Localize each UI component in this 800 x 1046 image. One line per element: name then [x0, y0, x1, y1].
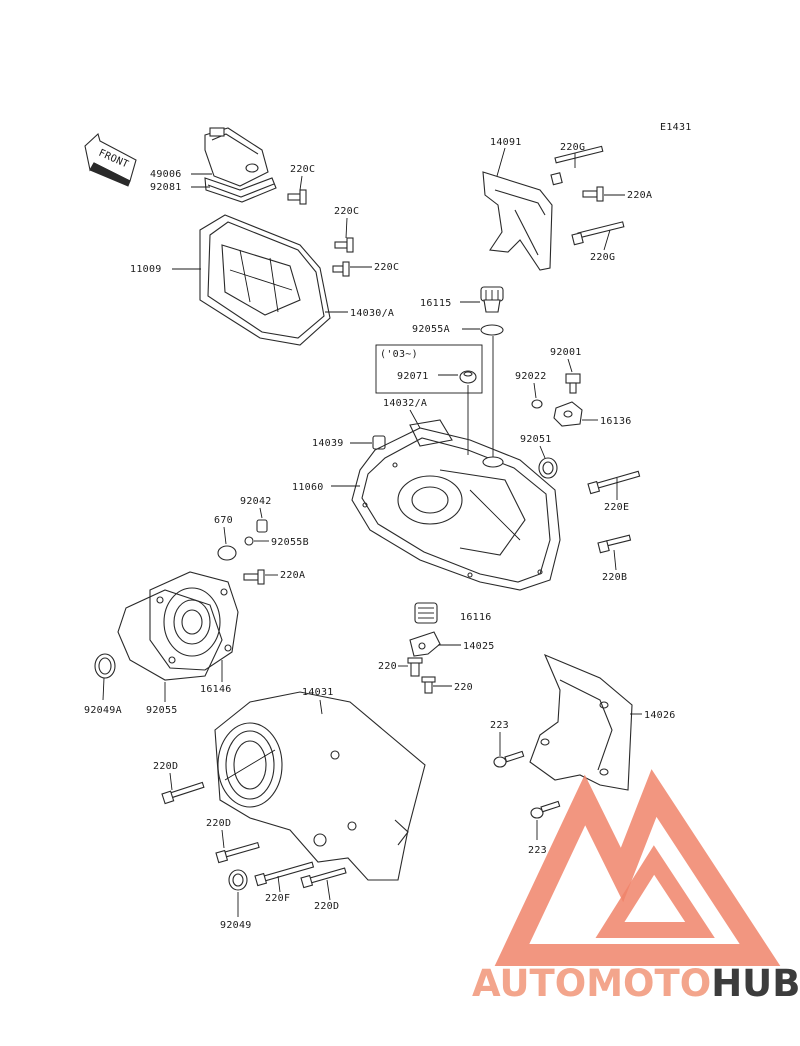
part-14025-bracket: [409, 631, 441, 657]
label-16115: 16115: [420, 298, 452, 309]
part-92049a-seal: [94, 653, 116, 679]
bolt-220-icon: [421, 676, 436, 694]
label-92055a: 92055A: [412, 324, 450, 335]
part-92055a-oring: [480, 324, 504, 336]
bolt-220g-icon: [550, 145, 604, 186]
bolt-220c-icon: [334, 237, 354, 253]
watermark-text-1: AUTOMOTO: [472, 962, 711, 1005]
part-16115-cap: [480, 286, 504, 313]
label-220-1: 220: [378, 661, 397, 672]
label-14031: 14031: [302, 687, 334, 698]
label-16136: 16136: [600, 416, 632, 427]
label-92049a: 92049A: [84, 705, 122, 716]
diagram-code: E1431: [660, 122, 692, 133]
label-16116: 16116: [460, 612, 492, 623]
washer-92022-icon: [531, 399, 543, 409]
year-note-box: [375, 344, 483, 394]
label-220d-3: 220D: [314, 901, 339, 912]
label-92001: 92001: [550, 347, 582, 358]
part-92081-gasket: [204, 177, 277, 203]
label-92055: 92055: [146, 705, 178, 716]
bolt-220d-icon: [300, 867, 347, 889]
part-11060-crankcase-cover: [351, 419, 561, 591]
label-220f: 220F: [265, 893, 290, 904]
label-220a-1: 220A: [627, 190, 652, 201]
label-220a-2: 220A: [280, 570, 305, 581]
part-92042-dowel: [256, 519, 268, 533]
label-92049: 92049: [220, 920, 252, 931]
label-14030a: 14030/A: [350, 308, 394, 319]
label-670: 670: [214, 515, 233, 526]
year-note: ('03~): [380, 349, 418, 360]
bolt-220a-icon: [582, 186, 604, 202]
watermark-logo: AUTOMOTOHUB: [472, 769, 800, 1005]
label-49006: 49006: [150, 169, 182, 180]
part-14026-bracket: [529, 653, 633, 791]
bolt-92001-icon: [565, 373, 581, 394]
label-220e: 220E: [604, 502, 629, 513]
bolt-220d-icon: [161, 781, 205, 805]
label-14025: 14025: [463, 641, 495, 652]
label-14032a: 14032/A: [383, 398, 427, 409]
label-220d-1: 220D: [153, 761, 178, 772]
part-16116-bearing: [414, 602, 438, 624]
label-223-1: 223: [490, 720, 509, 731]
bolt-223-icon: [530, 800, 561, 819]
label-92022: 92022: [515, 371, 547, 382]
label-223-2: 223: [528, 845, 547, 856]
label-92051: 92051: [520, 434, 552, 445]
label-14039: 14039: [312, 438, 344, 449]
part-670-oring: [217, 545, 237, 561]
bolt-220c-icon: [287, 189, 307, 205]
part-92071-grommet: [459, 370, 477, 384]
bolt-220f-icon: [254, 861, 315, 887]
part-92051-seal: [538, 457, 558, 479]
label-14026: 14026: [644, 710, 676, 721]
bolt-220a-icon: [243, 569, 265, 585]
bolt-220-icon: [407, 657, 423, 677]
svg-text:AUTOMOTOHUB: AUTOMOTOHUB: [472, 962, 800, 1005]
part-92055b-oring: [244, 536, 254, 546]
label-92042: 92042: [240, 496, 272, 507]
bolt-220c-icon: [332, 261, 350, 277]
label-14091: 14091: [490, 137, 522, 148]
part-16136-clamp: [553, 401, 583, 427]
watermark-text-2: HUB: [711, 962, 800, 1005]
label-11060: 11060: [292, 482, 324, 493]
label-220-2: 220: [454, 682, 473, 693]
bolt-220g-icon: [571, 221, 625, 246]
label-220g-2: 220G: [590, 252, 615, 263]
part-92049-seal: [228, 869, 248, 891]
label-220d-2: 220D: [206, 818, 231, 829]
part-16146-housing: [149, 571, 239, 671]
label-92055b: 92055B: [271, 537, 309, 548]
bolt-220d-icon: [215, 841, 260, 864]
part-14091-bracket: [482, 171, 553, 271]
part-14031-cover: [214, 691, 426, 881]
bolt-220b-icon: [597, 534, 632, 554]
label-220b: 220B: [602, 572, 627, 583]
part-14039-plug: [372, 435, 386, 450]
label-92071: 92071: [397, 371, 429, 382]
part-92055-gasket: [117, 589, 223, 681]
bolt-223-icon: [493, 750, 525, 768]
front-arrow-icon: FRONT: [84, 132, 137, 187]
label-16146: 16146: [200, 684, 232, 695]
bolt-220e-icon: [587, 470, 641, 495]
label-220c-2: 220C: [334, 206, 359, 217]
part-11009-cover: [199, 214, 331, 346]
label-11009: 11009: [130, 264, 162, 275]
part-49006-cover: [204, 127, 269, 187]
label-220g-1: 220G: [560, 142, 585, 153]
label-220c-1: 220C: [290, 164, 315, 175]
label-220c-3: 220C: [374, 262, 399, 273]
label-92081: 92081: [150, 182, 182, 193]
